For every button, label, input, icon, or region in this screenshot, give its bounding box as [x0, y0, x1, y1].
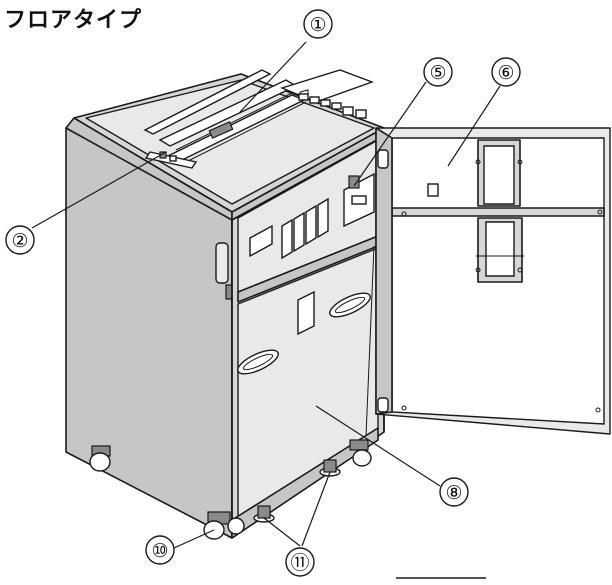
front-vents [249, 197, 329, 260]
svg-text:⑤: ⑤ [429, 62, 446, 84]
svg-text:⑩: ⑩ [151, 540, 168, 562]
control-buttons [298, 93, 367, 119]
svg-text:①: ① [309, 14, 326, 36]
callout-2: ② [5, 225, 35, 255]
caster-back-left [89, 445, 111, 472]
bin-handles [237, 290, 371, 375]
callout-5: ⑤ [423, 57, 453, 87]
svg-text:②: ② [11, 230, 28, 252]
callout-8: ⑧ [439, 477, 469, 507]
page-title: フロアタイプ [4, 8, 143, 33]
cabinet-top [65, 69, 385, 221]
callout-1: ① [303, 9, 333, 39]
callout-6: ⑥ [491, 57, 521, 87]
svg-text:⑧: ⑧ [445, 482, 462, 504]
svg-text:⑪: ⑪ [290, 552, 309, 574]
cabinet-front [231, 135, 385, 539]
open-door [375, 127, 611, 435]
leader-lines [31, 41, 501, 549]
caster-front-right [349, 439, 372, 467]
callout-11: ⑪ [285, 547, 315, 577]
callout-10: ⑩ [145, 535, 175, 565]
base-and-casters [89, 427, 486, 579]
svg-text:⑥: ⑥ [497, 62, 514, 84]
